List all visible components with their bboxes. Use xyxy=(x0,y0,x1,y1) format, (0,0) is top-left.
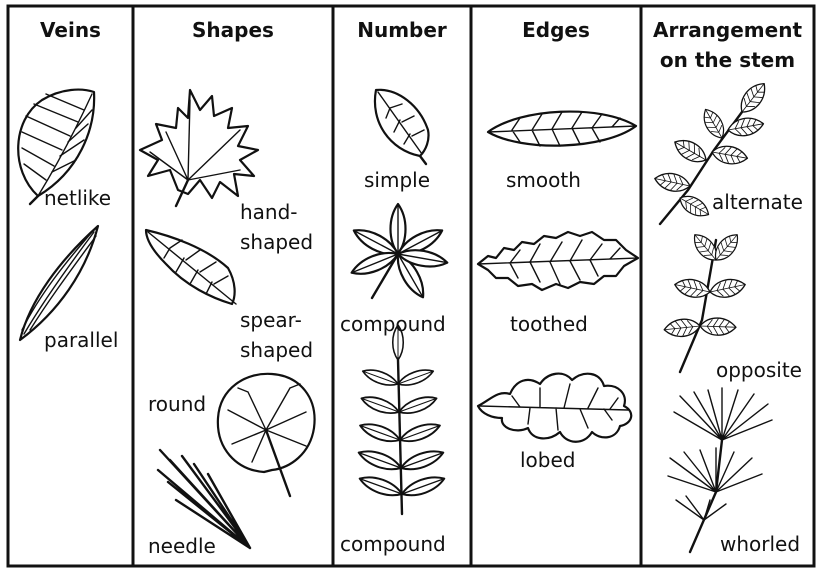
label-whorled: whorled xyxy=(720,532,800,556)
label-netlike: netlike xyxy=(44,186,111,210)
label-compound-palmate: compound xyxy=(340,312,446,336)
label-hand: hand- xyxy=(240,200,298,224)
heading-arrangement-line2: on the stem xyxy=(641,48,814,72)
heading-edges: Edges xyxy=(471,18,641,42)
parallel-vein-leaf-icon xyxy=(20,226,98,340)
label-simple: simple xyxy=(364,168,430,192)
label-round: round xyxy=(148,392,206,416)
heading-arrangement: Arrangement xyxy=(641,18,814,42)
heading-number: Number xyxy=(333,18,471,42)
pinnate-compound-leaf-icon xyxy=(356,325,446,514)
label-spear: spear- xyxy=(240,308,302,332)
smooth-edge-leaf-icon xyxy=(488,112,636,146)
toothed-edge-leaf-icon xyxy=(478,232,638,290)
label-spear-shaped: shaped xyxy=(240,338,313,362)
label-lobed: lobed xyxy=(520,448,576,472)
label-toothed: toothed xyxy=(510,312,588,336)
heading-shapes: Shapes xyxy=(133,18,333,42)
lobed-edge-leaf-icon xyxy=(478,374,631,442)
simple-leaf-icon xyxy=(375,90,429,164)
label-parallel: parallel xyxy=(44,328,118,352)
whorled-arrangement-icon xyxy=(668,388,772,552)
heading-veins: Veins xyxy=(8,18,133,42)
label-compound-pinnate: compound xyxy=(340,532,446,556)
label-smooth: smooth xyxy=(506,168,581,192)
label-alternate: alternate xyxy=(712,190,803,214)
spear-shaped-leaf-icon xyxy=(146,230,236,304)
label-hand-shaped: shaped xyxy=(240,230,313,254)
round-leaf-icon xyxy=(218,374,315,496)
label-opposite: opposite xyxy=(716,358,802,382)
label-needle: needle xyxy=(148,534,216,558)
opposite-arrangement-icon xyxy=(663,230,747,372)
hand-shaped-leaf-icon xyxy=(140,90,258,206)
palmate-compound-leaf-icon xyxy=(349,204,449,301)
